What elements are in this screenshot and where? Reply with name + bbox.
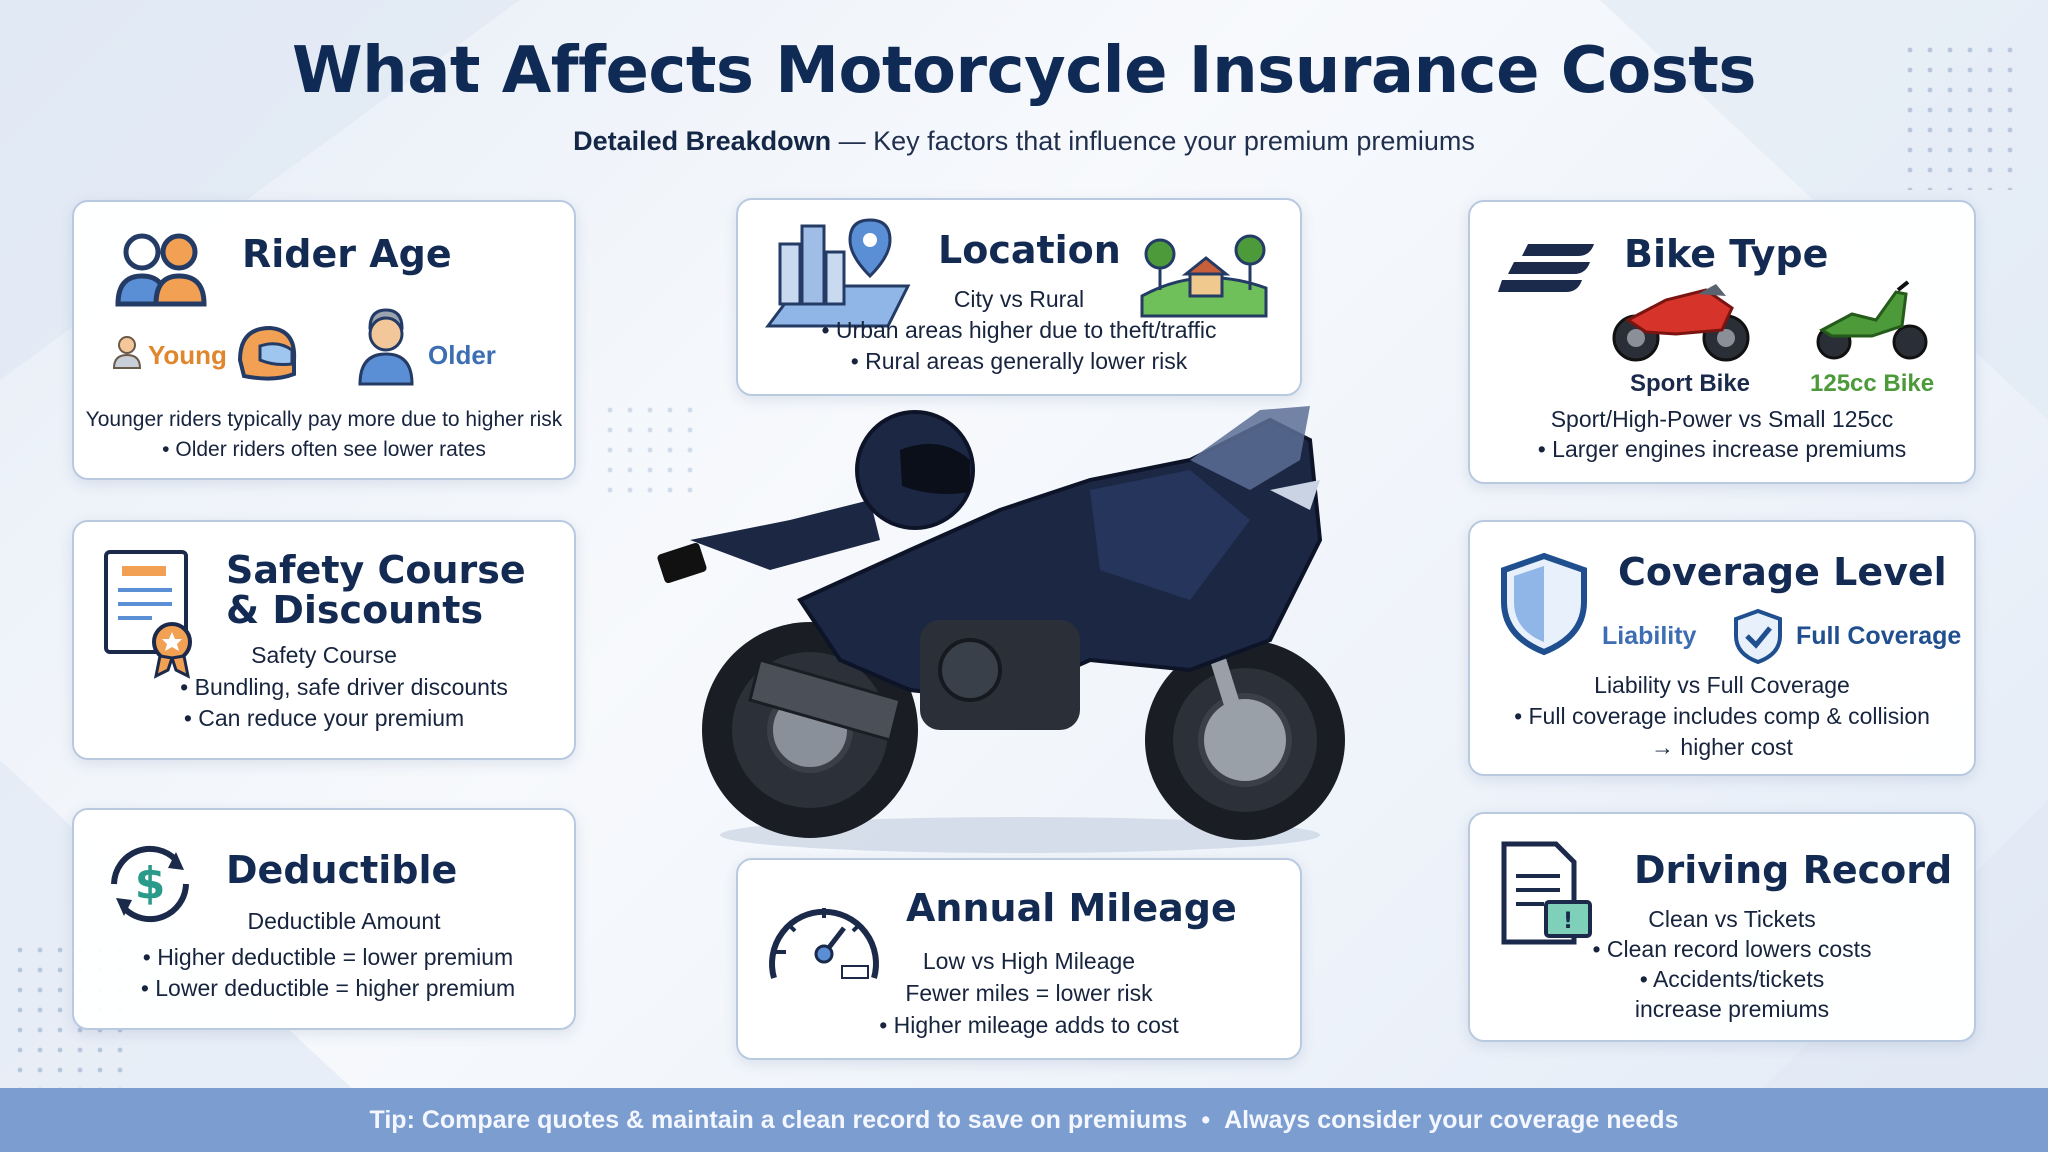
scooter-icon <box>1816 280 1928 360</box>
young-label: Young <box>148 340 227 370</box>
card-line: → higher cost <box>1651 734 1793 760</box>
card-line: • Larger engines increase premiums <box>1537 436 1907 462</box>
card-title: & Discounts <box>226 588 484 632</box>
shield-icon <box>1501 552 1587 656</box>
liability-label: Liability <box>1602 622 1697 650</box>
shield-check-icon <box>1734 608 1782 665</box>
card-title: Rider Age <box>242 232 452 276</box>
card-line: Fewer miles = lower risk <box>905 980 1153 1006</box>
card-driving-record: ! Driving Record Clean vs Tickets • Clea… <box>1468 812 1976 1042</box>
card-line: • Clean record lowers costs <box>1592 936 1872 962</box>
card-bike-type: Bike Type Sport Bike 125cc Bike Sport/Hi… <box>1468 200 1976 484</box>
card-line: • Can reduce your premium <box>183 705 465 731</box>
footer-tip: Tip: Compare quotes & maintain a clean r… <box>369 1106 1188 1134</box>
card-rider-age: Rider Age Young Older Younger riders typ… <box>72 200 576 480</box>
sport-bike-icon <box>1612 284 1750 362</box>
certificate-icon <box>104 550 192 679</box>
card-subtitle: Deductible Amount <box>247 908 441 934</box>
card-line: • Full coverage includes comp & collisio… <box>1514 703 1930 729</box>
card-line: Sport/High-Power vs Small 125cc <box>1550 406 1894 432</box>
dollar-cycle-icon: $ <box>111 845 189 923</box>
decor-dots <box>1900 40 2020 190</box>
page-title: What Affects Motorcycle Insurance Costs <box>292 34 1756 108</box>
footer-separator: • <box>1201 1106 1211 1134</box>
card-safety-course: Safety Course & Discounts Safety Course … <box>72 520 576 760</box>
card-line: • Lower deductible = higher premium <box>140 975 516 1001</box>
card-title: Driving Record <box>1634 848 1953 892</box>
card-title: Annual Mileage <box>906 886 1237 930</box>
footer-note: Always consider your coverage needs <box>1224 1106 1679 1134</box>
card-line: • Urban areas higher due to theft/traffi… <box>821 317 1217 343</box>
card-subtitle: Clean vs Tickets <box>1648 906 1816 932</box>
motorcycle-illustration <box>657 406 1345 853</box>
sport-bike-label: Sport Bike <box>1630 370 1751 397</box>
older-label: Older <box>428 340 496 370</box>
city-map-icon <box>765 218 911 328</box>
card-subtitle: Low vs High Mileage <box>922 948 1136 974</box>
card-subtitle: Safety Course <box>251 642 397 668</box>
house-icon <box>1140 234 1268 318</box>
full-coverage-label: Full Coverage <box>1796 622 1962 650</box>
speedometer-icon <box>769 908 879 979</box>
people-icon <box>115 233 207 307</box>
speed-lines-icon <box>1498 244 1594 292</box>
decor-dots <box>600 400 700 500</box>
card-line: • Older riders often see lower rates <box>162 438 486 461</box>
svg-text:$: $ <box>135 858 166 909</box>
card-line: Younger riders typically pay more due to… <box>85 408 563 431</box>
card-title: Safety Course <box>226 548 526 592</box>
person-icon <box>358 308 414 386</box>
card-deductible: $ Deductible Deductible Amount • Higher … <box>72 808 576 1030</box>
card-line: Liability vs Full Coverage <box>1594 672 1850 698</box>
card-line: • Bundling, safe driver discounts <box>180 674 508 700</box>
card-title: Location <box>938 228 1121 272</box>
card-line: • Higher deductible = lower premium <box>142 944 514 970</box>
card-title: Deductible <box>226 848 458 892</box>
helmet-icon <box>237 325 297 381</box>
card-annual-mileage: Annual Mileage Low vs High Mileage Fewer… <box>736 858 1302 1060</box>
card-title: Bike Type <box>1624 232 1829 276</box>
card-subtitle: City vs Rural <box>953 286 1085 312</box>
footer-banner: Tip: Compare quotes & maintain a clean r… <box>0 1088 2048 1152</box>
card-line: • Rural areas generally lower risk <box>850 348 1188 374</box>
card-location: Location City vs Rural • Urban areas hig… <box>736 198 1302 396</box>
document-ticket-icon: ! <box>1501 841 1592 945</box>
small-bike-label: 125cc Bike <box>1810 370 1935 397</box>
subtitle-emphasis: Detailed Breakdown <box>573 126 832 156</box>
person-icon <box>112 336 142 369</box>
card-title: Coverage Level <box>1618 550 1947 594</box>
subtitle-text: — Key factors that influence your premiu… <box>831 126 1475 156</box>
card-line: • Accidents/tickets <box>1639 966 1825 992</box>
card-coverage-level: Coverage Level Liability Full Coverage L… <box>1468 520 1976 776</box>
card-line: • Higher mileage adds to cost <box>879 1012 1179 1038</box>
page-subtitle: Detailed Breakdown — Key factors that in… <box>0 126 2048 157</box>
card-line: increase premiums <box>1634 996 1830 1022</box>
svg-text:!: ! <box>1563 909 1573 934</box>
